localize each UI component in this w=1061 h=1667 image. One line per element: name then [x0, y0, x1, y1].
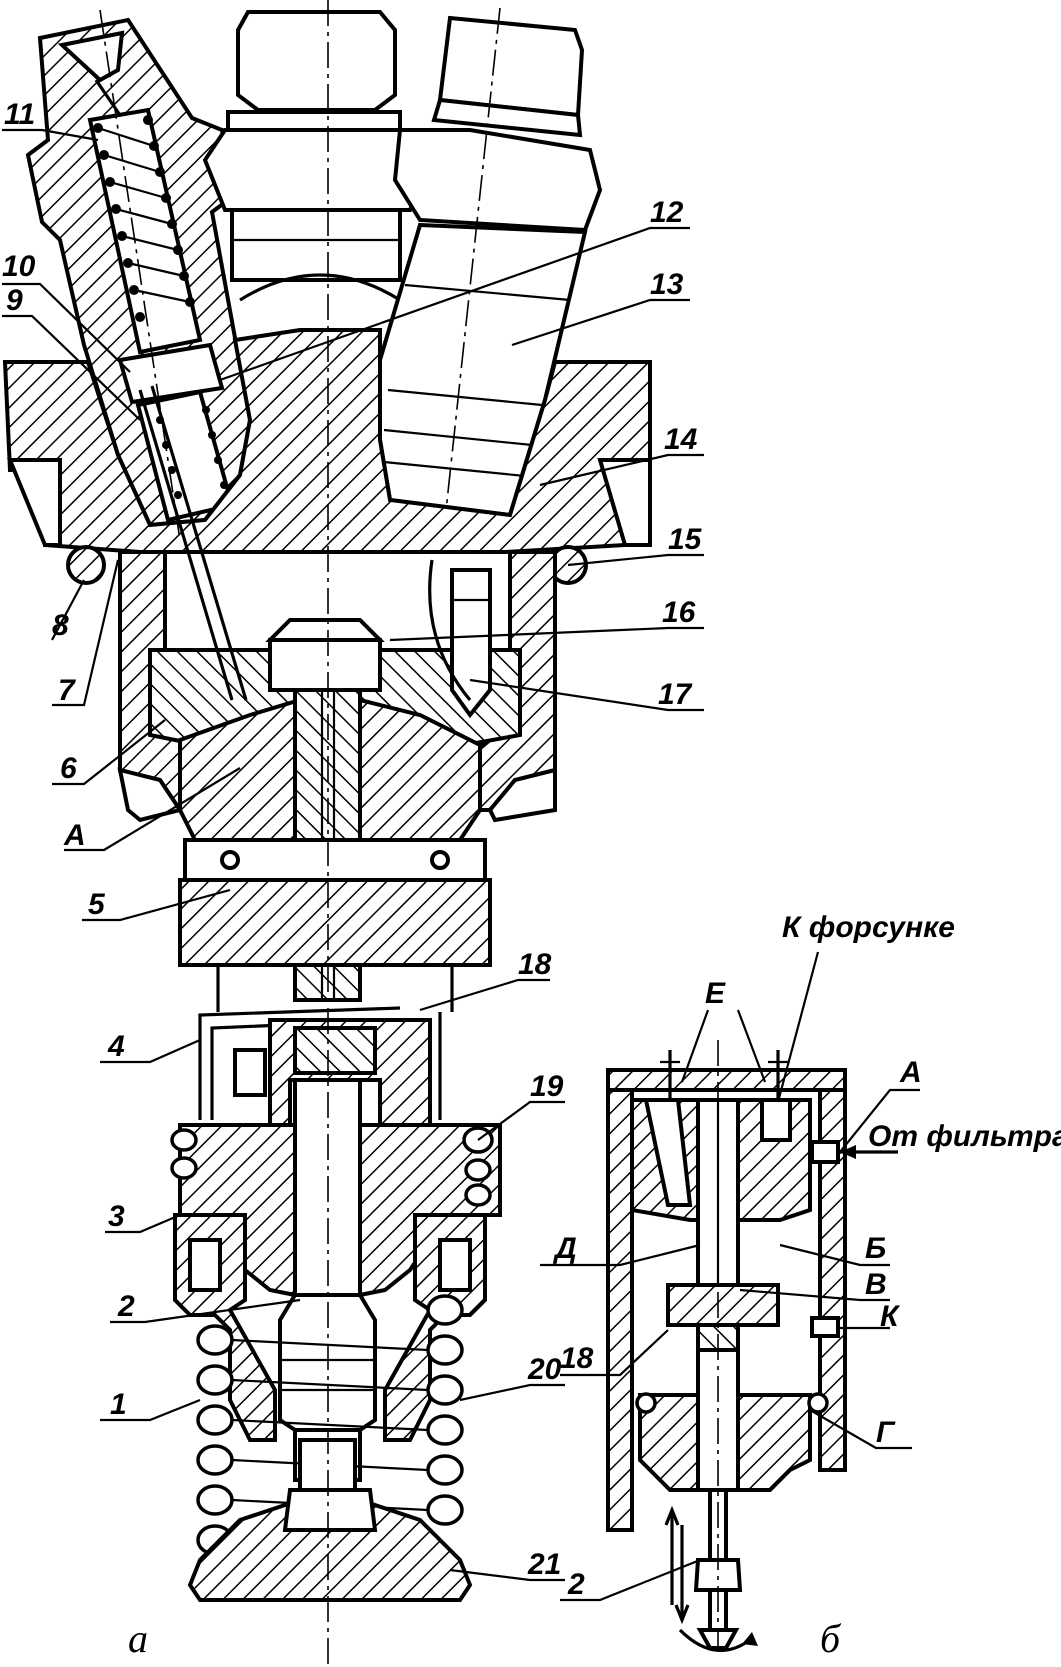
- label-16: 16: [662, 596, 696, 629]
- label-18-a: 18: [518, 948, 552, 981]
- label-21: 21: [527, 1548, 561, 1581]
- label-18-b: 18: [560, 1342, 594, 1375]
- part-labels-a: 11 10 9 8 7 6 А 5 4 3 2 1 12 13 14 15 16…: [2, 98, 703, 1661]
- label-from-filter: От фильтра: [868, 1120, 1061, 1153]
- label-G: Г: [876, 1416, 896, 1449]
- figure-a-pump-section: 11 10 9 8 7 6 А 5 4 3 2 1 12 13 14 15 16…: [2, 0, 704, 1667]
- label-19: 19: [530, 1070, 564, 1103]
- label-8: 8: [52, 609, 69, 642]
- label-E: Е: [705, 977, 726, 1010]
- middle-fitting-nut: [202, 10, 433, 302]
- distributor-disc-5: [178, 878, 492, 967]
- label-to-injector: К форсунке: [782, 911, 955, 944]
- label-15: 15: [668, 523, 703, 556]
- label-17: 17: [658, 678, 693, 711]
- leader-lines-b: [540, 951, 920, 1602]
- spring-seat-21: [187, 1498, 473, 1602]
- label-1: 1: [110, 1388, 127, 1421]
- label-12: 12: [650, 196, 684, 229]
- label-11: 11: [4, 98, 35, 131]
- inlet-fitting-13: [378, 7, 603, 521]
- caption-a: а: [128, 1616, 148, 1661]
- o-ring-8: [66, 545, 106, 585]
- label-14: 14: [664, 423, 698, 456]
- plunger-barrel: [173, 1078, 502, 1482]
- leader-lines-a: [2, 128, 704, 1582]
- spring-20-coils: [196, 1294, 464, 1556]
- label-D: Д: [552, 1232, 577, 1265]
- label-A-a: А: [63, 819, 86, 852]
- label-2: 2: [117, 1290, 135, 1323]
- label-20: 20: [527, 1353, 562, 1386]
- caption-b: б: [820, 1616, 842, 1661]
- label-9: 9: [6, 284, 23, 317]
- label-V: В: [865, 1268, 887, 1301]
- label-10: 10: [2, 250, 36, 283]
- label-4: 4: [107, 1030, 125, 1063]
- label-5: 5: [88, 888, 106, 921]
- label-K: К: [880, 1300, 901, 1333]
- label-3: 3: [108, 1200, 125, 1233]
- label-13: 13: [650, 268, 684, 301]
- label-7: 7: [58, 674, 76, 707]
- part-labels-b: К форсунке Е А От фильтра Д Б В К 18 Г 2…: [552, 911, 1061, 1661]
- figure-b-dosing-detail: К форсунке Е А От фильтра Д Б В К 18 Г 2…: [540, 911, 1061, 1661]
- label-2-b: 2: [567, 1568, 585, 1601]
- spring-11-coils: [93, 115, 195, 322]
- label-B: Б: [865, 1232, 886, 1265]
- label-6: 6: [60, 752, 77, 785]
- label-A-b: А: [899, 1056, 922, 1089]
